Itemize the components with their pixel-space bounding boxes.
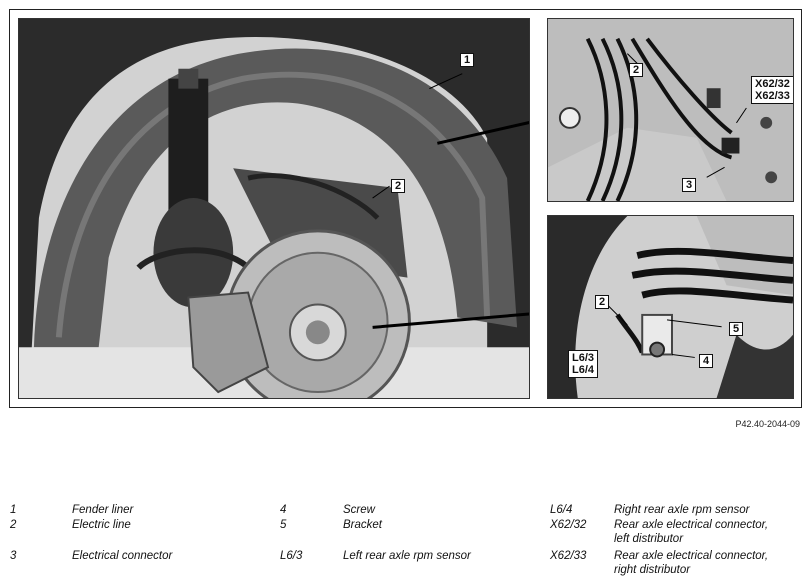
inset-photo-sensors: 2 5 4 L6/3 L6/4 (547, 215, 794, 399)
legend-text-1: Fender liner (72, 504, 134, 516)
callout-x62-inset-top: X62/32 X62/33 (751, 76, 793, 104)
callout-3-inset-top: 3 (682, 178, 697, 192)
callout-x62-32: X62/32 (755, 78, 790, 90)
legend: 1 Fender liner 2 Electric line 3 Electri… (0, 500, 811, 585)
callout-5-inset-bottom: 5 (729, 322, 744, 336)
inset-top-illustration (548, 19, 793, 201)
callout-l6-4: L6/4 (572, 364, 595, 376)
inset-photo-connectors: 2 3 X62/32 X62/33 (547, 18, 794, 202)
legend-text-x62-33-line2: right distributor (614, 564, 691, 576)
legend-text-x62-33-line1: Rear axle electrical connector, (614, 550, 769, 562)
legend-code-1: 1 (10, 504, 17, 516)
callout-2-inset-bottom: 2 (595, 295, 610, 309)
callout-2-main: 2 (391, 179, 406, 193)
callout-2-inset-top: 2 (629, 63, 644, 77)
figure-id: P42.40-2044-09 (735, 419, 800, 429)
callout-1-main: 1 (460, 53, 475, 67)
legend-code-5: 5 (280, 519, 287, 531)
legend-code-x62-32: X62/32 (550, 519, 587, 531)
legend-text-l6-4: Right rear axle rpm sensor (614, 504, 750, 516)
callout-l6-inset-bottom: L6/3 L6/4 (568, 350, 599, 378)
legend-text-l6-3: Left rear axle rpm sensor (343, 550, 471, 562)
main-photo-wheel-well: 1 2 (18, 18, 530, 399)
callout-x62-33: X62/33 (755, 90, 790, 102)
legend-code-x62-33: X62/33 (550, 550, 587, 562)
legend-text-3: Electrical connector (72, 550, 173, 562)
legend-code-l6-4: L6/4 (550, 504, 573, 516)
main-photo-illustration (19, 19, 529, 398)
legend-text-2: Electric line (72, 519, 131, 531)
legend-text-x62-32-line2: left distributor (614, 533, 684, 545)
callout-4-inset-bottom: 4 (699, 354, 714, 368)
legend-code-3: 3 (10, 550, 17, 562)
legend-text-x62-32-line1: Rear axle electrical connector, (614, 519, 769, 531)
legend-text-5: Bracket (343, 519, 382, 531)
legend-code-2: 2 (10, 519, 17, 531)
legend-code-4: 4 (280, 504, 287, 516)
callout-l6-3: L6/3 (572, 352, 595, 364)
legend-text-4: Screw (343, 504, 375, 516)
inset-bottom-illustration (548, 216, 793, 398)
legend-code-l6-3: L6/3 (280, 550, 303, 562)
